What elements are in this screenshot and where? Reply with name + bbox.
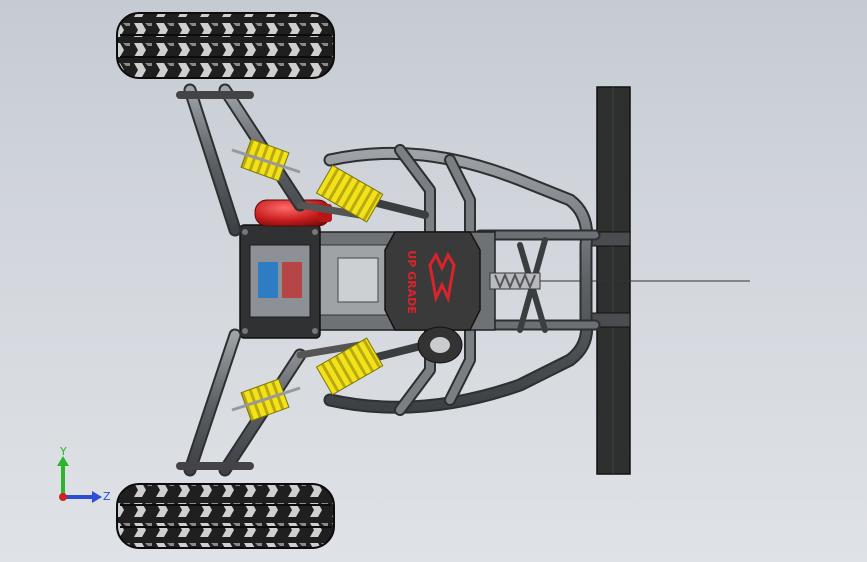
front-right-tire bbox=[116, 483, 335, 549]
triad-origin bbox=[59, 493, 67, 501]
shock-front-top bbox=[231, 138, 301, 182]
chassis-plate bbox=[239, 224, 496, 339]
brand-label: UP GRADE bbox=[405, 250, 418, 313]
y-axis-arrowhead bbox=[57, 456, 69, 466]
z-axis-arrowhead bbox=[92, 491, 102, 503]
rear-spring-assembly bbox=[417, 272, 541, 364]
front-suspension-bottom bbox=[176, 328, 364, 477]
y-axis-label: Y bbox=[59, 445, 67, 458]
brand-logo: UP GRADE bbox=[405, 250, 456, 314]
front-left-tire bbox=[116, 12, 335, 79]
shock-rear-bottom bbox=[315, 337, 384, 396]
z-axis-label: Z bbox=[103, 490, 111, 503]
coordinate-triad: Y Z bbox=[57, 445, 111, 503]
shock-front-bottom bbox=[231, 378, 301, 422]
shock-rear-top bbox=[315, 164, 384, 223]
